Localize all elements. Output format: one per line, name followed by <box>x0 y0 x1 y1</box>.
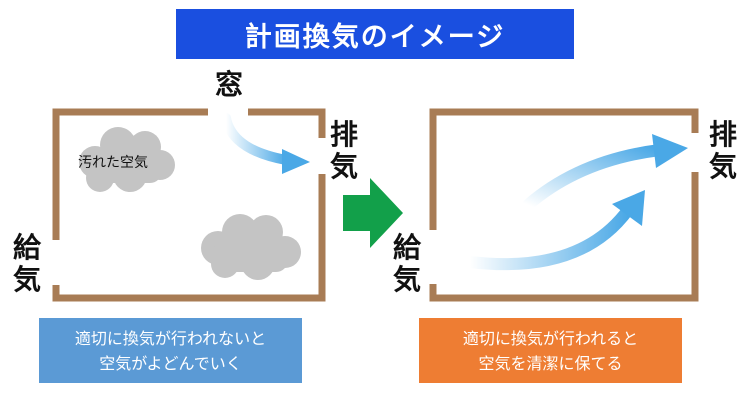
left-caption-line-1: 適切に換気が行われないと <box>74 328 267 348</box>
right-caption: 適切に換気が行われると 空気を清潔に保てる <box>419 318 682 383</box>
right-supply-label-2: 気 <box>392 263 421 296</box>
right-supply-label-1: 給 <box>392 231 421 264</box>
left-supply-label-1: 給 <box>12 231 41 264</box>
airflow-arrow-icon <box>221 113 310 174</box>
airflow-arrow-icon <box>522 134 688 211</box>
right-caption-line-2: 空気を清潔に保てる <box>478 353 623 373</box>
cloud-icon <box>201 214 301 280</box>
arrow-right-icon <box>343 178 403 248</box>
left-exhaust-label-1: 排 <box>329 118 358 151</box>
left-caption: 適切に換気が行われないと 空気がよどんでいく <box>39 318 302 383</box>
page-title: 計画換気のイメージ <box>176 9 574 59</box>
window-label: 窓 <box>214 68 243 101</box>
dirty-air-label: 汚れた空気 <box>78 155 148 171</box>
right-room-walls <box>429 108 699 302</box>
left-supply-label-2: 気 <box>12 263 41 296</box>
right-exhaust-label-1: 排 <box>708 118 737 151</box>
airflow-arrow-icon <box>464 190 645 271</box>
left-exhaust-label-2: 気 <box>329 150 358 183</box>
right-exhaust-label-2: 気 <box>708 150 737 183</box>
cloud-icon <box>79 127 175 192</box>
left-caption-line-2: 空気がよどんでいく <box>99 353 242 373</box>
left-room-walls <box>52 108 326 302</box>
right-caption-line-1: 適切に換気が行われると <box>462 328 639 348</box>
